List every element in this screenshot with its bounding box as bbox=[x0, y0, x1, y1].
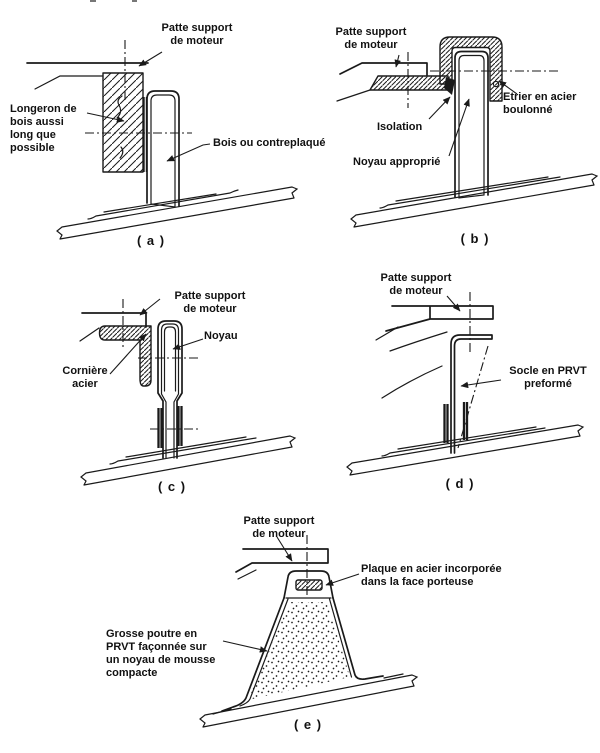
label-a-longeron: Longeron de bois aussi long que possible bbox=[10, 103, 77, 154]
leader-patte-e bbox=[276, 536, 293, 562]
diagram-d-artwork bbox=[346, 292, 585, 476]
steel-angle-hatch bbox=[98, 325, 152, 387]
isolation-wedge bbox=[444, 77, 455, 95]
beam-inner-shell bbox=[239, 598, 353, 707]
leader-bois bbox=[166, 143, 211, 162]
bonding-strip bbox=[143, 97, 148, 172]
steel-plate-hatch bbox=[295, 579, 323, 591]
caption-e: ( e ) bbox=[293, 717, 323, 732]
post-outer-shell bbox=[146, 90, 180, 207]
plywood-core-hatch bbox=[150, 94, 176, 208]
stiffener-bars bbox=[443, 402, 469, 443]
engine-bracket-outline bbox=[339, 62, 428, 76]
label-b-etrier: Etrier en acier boulonné bbox=[503, 91, 577, 116]
hull-section bbox=[199, 674, 419, 728]
label-b-isolation: Isolation bbox=[377, 121, 423, 133]
laminate-flange bbox=[379, 176, 561, 209]
hull-section bbox=[350, 173, 599, 228]
leader-patte-d bbox=[446, 295, 461, 312]
diagram-a-artwork bbox=[26, 40, 299, 240]
bed-break-line bbox=[336, 89, 371, 102]
leader-isolation bbox=[428, 96, 451, 120]
caption-c: ( c ) bbox=[157, 479, 187, 494]
foam-core-stipple bbox=[248, 602, 350, 700]
bed-break-line bbox=[237, 569, 257, 580]
bed-break-line bbox=[79, 327, 100, 342]
diagram-b-artwork bbox=[336, 36, 599, 228]
laminate-flange bbox=[109, 436, 257, 465]
wood-stringer-hatch bbox=[102, 72, 144, 173]
beam-outer-shell bbox=[221, 597, 384, 712]
leader-patte-b bbox=[394, 54, 401, 68]
diagram-e-artwork bbox=[199, 535, 419, 728]
leader-etrier bbox=[498, 80, 518, 95]
label-b-noyau: Noyau approprié bbox=[353, 156, 441, 168]
leader-noyau-c bbox=[172, 338, 204, 350]
leader-corniere bbox=[109, 333, 147, 375]
fairing-curves bbox=[381, 331, 448, 399]
laminate-flange bbox=[381, 426, 546, 457]
post-outer-shell bbox=[157, 320, 183, 459]
caption-d: ( d ) bbox=[445, 476, 475, 491]
label-c-corniere: Cornière acier bbox=[62, 365, 108, 390]
core-outline bbox=[163, 326, 177, 392]
beam-cap-outline bbox=[283, 570, 334, 599]
hull-section bbox=[346, 424, 585, 476]
leader-plaque bbox=[325, 573, 360, 586]
diagram-c-artwork bbox=[79, 298, 297, 486]
leader-patte-c bbox=[139, 298, 161, 316]
label-e-poutre: Grosse poutre en PRVT façonnée sur un no… bbox=[106, 628, 216, 679]
leader-longeron bbox=[86, 112, 125, 123]
laminate-flange bbox=[87, 189, 239, 220]
label-d-patte: Patte support de moteur bbox=[380, 272, 452, 297]
leader-patte-a bbox=[138, 51, 163, 67]
preformed-socle-shell bbox=[450, 334, 493, 454]
caption-a: ( a ) bbox=[136, 233, 166, 248]
wood-grain-mark bbox=[116, 95, 124, 159]
post-outer-shell bbox=[454, 50, 489, 198]
label-c-patte: Patte support de moteur bbox=[174, 290, 246, 315]
label-b-patte: Patte support de moteur bbox=[335, 26, 407, 51]
engine-bed-line bbox=[81, 312, 147, 328]
post-inner-shell bbox=[160, 323, 180, 459]
steel-stirrup-hatch bbox=[439, 36, 503, 102]
centerline-horizontal bbox=[138, 357, 200, 430]
label-d-socle: Socle en PRVT preformé bbox=[509, 365, 587, 390]
hull-section bbox=[80, 435, 297, 486]
leader-socle bbox=[460, 379, 502, 389]
caption-b: ( b ) bbox=[460, 231, 490, 246]
stiffener-bars bbox=[157, 406, 183, 448]
centerline-diagonal bbox=[457, 345, 489, 449]
hull-section bbox=[56, 186, 299, 240]
label-e-plaque: Plaque en acier incorporée dans la face … bbox=[361, 563, 502, 588]
label-e-patte: Patte support de moteur bbox=[243, 515, 315, 540]
leader-poutre bbox=[222, 640, 268, 653]
label-a-patte: Patte support de moteur bbox=[161, 22, 233, 47]
label-c-noyau: Noyau bbox=[204, 330, 238, 342]
bed-break-line bbox=[34, 75, 104, 90]
label-a-bois: Bois ou contreplaqué bbox=[213, 137, 326, 149]
bed-break-line bbox=[375, 326, 399, 341]
bracket-bar-hatch bbox=[369, 75, 449, 91]
engine-bracket-outline bbox=[385, 305, 494, 332]
core-hatch bbox=[458, 54, 485, 199]
engine-bracket-outline bbox=[235, 548, 329, 573]
leader-noyau-b bbox=[448, 98, 470, 157]
